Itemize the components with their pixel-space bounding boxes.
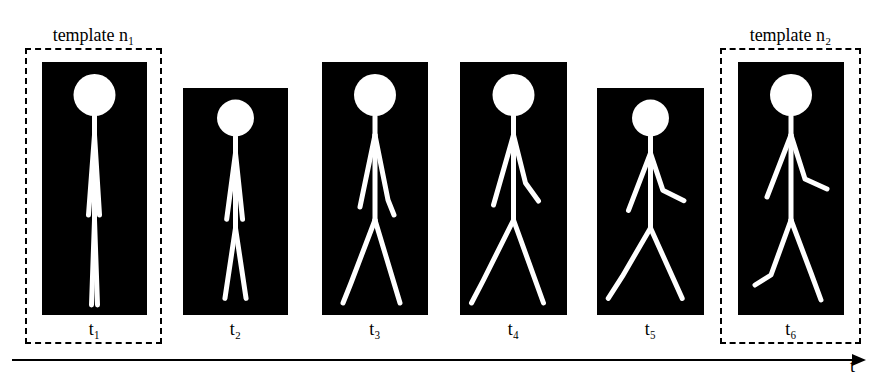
figure-head <box>217 100 254 137</box>
frame-background <box>183 88 288 315</box>
figure-limb <box>375 220 400 303</box>
figure-limb <box>648 136 653 228</box>
stick-figure <box>217 100 254 299</box>
figure-limb <box>494 135 514 205</box>
figure-head <box>354 74 396 116</box>
frame-panel: t₄ <box>460 62 567 315</box>
figure-limb <box>236 153 243 219</box>
figure-limb <box>472 220 514 303</box>
template-label: template n₁ <box>53 25 135 45</box>
frame-panel: t₅ <box>597 88 704 315</box>
frame-background <box>42 62 147 315</box>
stick-figure <box>472 74 544 303</box>
time-axis <box>12 354 866 366</box>
frame-background <box>460 62 567 315</box>
figure-limb <box>791 220 821 300</box>
figure-limb <box>608 228 650 298</box>
time-label: t₃ <box>369 319 380 339</box>
axis-label: t <box>850 356 855 376</box>
figure-head <box>632 100 669 137</box>
figure-limb <box>343 220 375 303</box>
figure-limb <box>360 135 375 207</box>
stick-figure <box>608 100 684 299</box>
figure-head <box>770 74 812 116</box>
figure-limb <box>373 116 378 220</box>
frame-panel: t₆ <box>738 62 844 315</box>
frame-background <box>597 88 704 315</box>
frame-panel: t₁ <box>42 62 147 315</box>
template-label: template n₂ <box>750 25 832 45</box>
stick-figure <box>74 74 116 305</box>
time-label: t₆ <box>785 319 796 339</box>
stick-figure <box>755 74 827 300</box>
frame-panels <box>42 62 844 315</box>
template-box: template n₂t₆ <box>720 48 861 344</box>
figure-limb <box>514 220 544 303</box>
time-label: t₁ <box>89 319 100 339</box>
figure-limb <box>755 220 791 285</box>
time-label: t₄ <box>508 319 519 339</box>
time-label: t₂ <box>230 319 241 339</box>
frame-panel: t₃ <box>322 62 428 315</box>
stick-figure <box>343 74 400 303</box>
figure-limb <box>789 116 794 220</box>
figure-head <box>493 74 535 116</box>
figure-limb <box>629 153 651 210</box>
time-label: t₅ <box>645 319 656 339</box>
figure-limb <box>95 135 100 215</box>
frame-background <box>322 62 428 315</box>
figure-limb <box>651 153 684 201</box>
figure-limb <box>95 220 98 305</box>
figure-limb <box>511 116 516 220</box>
frame-panel: t₂ <box>183 88 288 315</box>
template-box: template n₁t₁ <box>25 48 162 344</box>
figure-limb <box>225 228 236 298</box>
frame-background <box>738 62 844 315</box>
figure-limb <box>791 135 827 189</box>
figure-limb <box>651 228 683 298</box>
figure-limb <box>514 135 539 201</box>
figure-limb <box>236 228 247 298</box>
figure-limb <box>767 135 791 197</box>
figure-head <box>74 74 116 116</box>
figure-limb <box>375 135 394 215</box>
axis-line <box>12 359 856 361</box>
